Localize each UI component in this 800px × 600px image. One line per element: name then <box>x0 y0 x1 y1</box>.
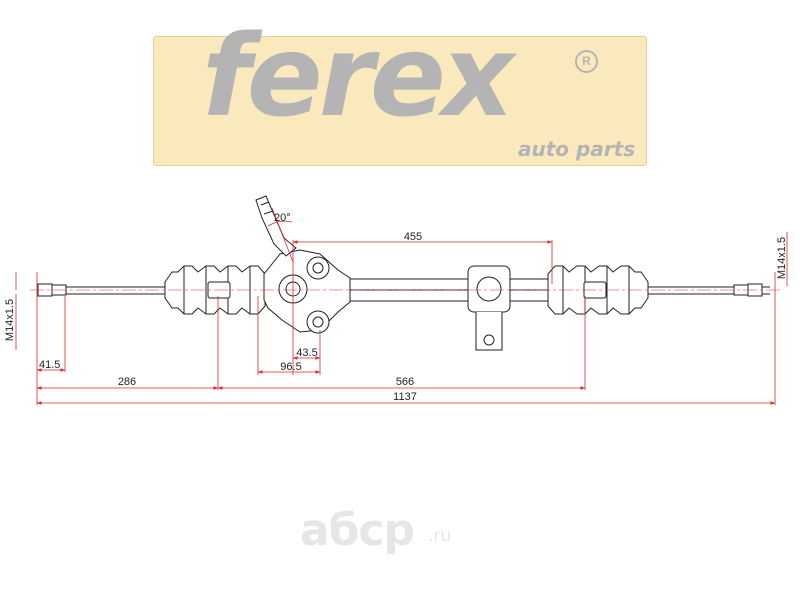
rack-outline <box>37 195 770 351</box>
dimension-lines <box>15 207 788 405</box>
dim-rack-travel: 455 <box>404 231 422 243</box>
dim-pinion-offset-small: 43.5 <box>296 347 317 359</box>
thread-spec-right: M14x1.5 <box>776 237 788 279</box>
watermark-logo: aбcp <box>300 505 415 556</box>
dim-overall-length: 1137 <box>393 391 417 403</box>
dim-tie-rod-end: 41.5 <box>39 359 60 371</box>
registered-mark-icon: R <box>575 50 598 73</box>
thread-spec-left: M14x1.5 <box>4 299 16 341</box>
brand-logo-word: ferex <box>202 12 514 142</box>
dim-left-to-mount: 286 <box>118 376 136 388</box>
brand-logo: ferex R auto parts <box>153 21 647 166</box>
brand-tagline: auto parts <box>518 137 636 161</box>
dim-mount-spacing: 566 <box>396 376 414 388</box>
watermark-domain: .ru <box>428 526 452 546</box>
angle-label: 20° <box>274 212 291 224</box>
dim-pinion-offset-large: 96.5 <box>280 361 301 373</box>
